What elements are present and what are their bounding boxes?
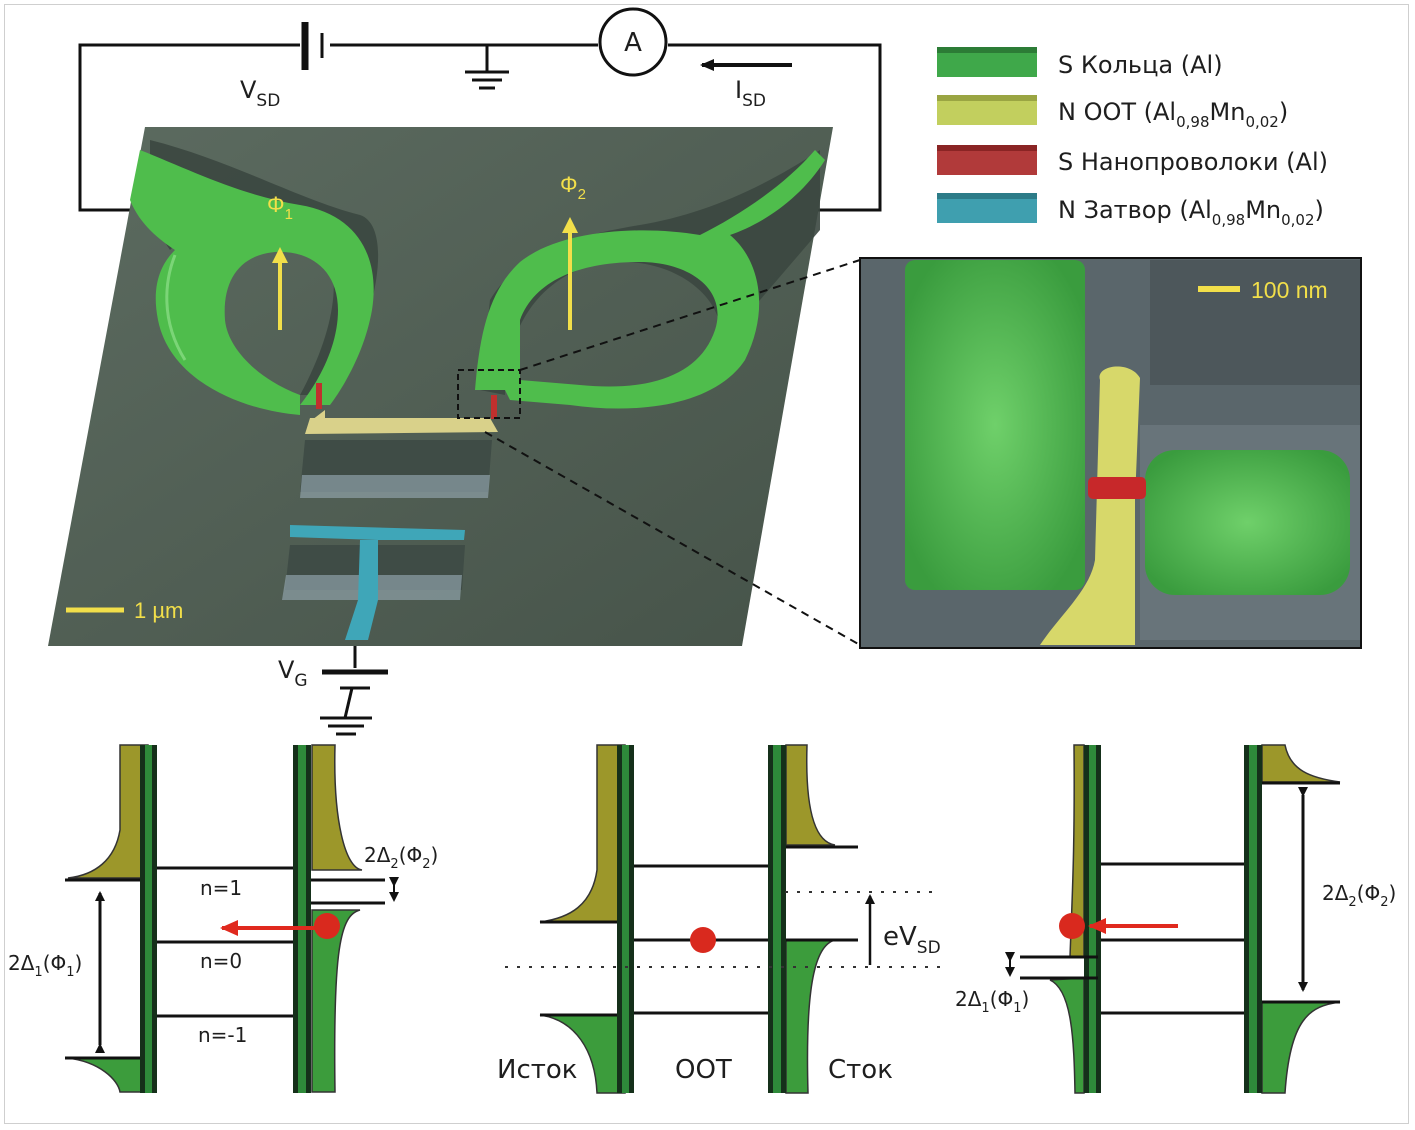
gap-label-left: 2Δ1(Φ1) (8, 951, 82, 980)
zoom-leader (484, 431, 861, 646)
sem-inset: 100 nm (859, 257, 1362, 649)
ring-shadow (480, 150, 820, 395)
inset-nanowire (1088, 477, 1146, 499)
gap-label-left: 2Δ1(Φ1) (955, 987, 1029, 1016)
inset-frame (859, 257, 1362, 649)
legend-label: N ООТ (Al0,98Mn0,02) (1058, 98, 1288, 131)
legend-item: S Нанопроволоки (Al) (937, 145, 1328, 176)
nanowire-right (491, 395, 497, 419)
circuit-wire (78, 43, 300, 212)
dos-lower-source (1049, 977, 1085, 1094)
dos-upper-source (67, 744, 149, 879)
figure-frame (4, 4, 1409, 1124)
bias-label: VSD (240, 76, 280, 111)
inset-ring-arm-left (905, 260, 1085, 590)
legend-label: S Нанопроволоки (Al) (1058, 148, 1328, 176)
level-label-nm1: n=-1 (198, 1023, 247, 1047)
substrate-step-edge (300, 475, 490, 498)
circuit-wire (668, 43, 882, 212)
legend-swatch-edge (937, 47, 1037, 53)
sem-image: Φ1 Φ2 1 µm (48, 127, 861, 646)
energy-diagram-right: 2Δ1(Φ1) 2Δ2(Φ2) (955, 744, 1396, 1094)
flux-label-1: Φ1 (267, 192, 293, 223)
source-electrode-face (145, 745, 152, 1093)
ammeter-icon (598, 7, 668, 77)
inset-pad-dark (1150, 260, 1360, 385)
level-label-n1: n=1 (200, 876, 242, 900)
zoom-leader (519, 259, 861, 371)
nanowire-left (316, 383, 322, 409)
ammeter-label: A (624, 28, 642, 58)
dos-upper-drain (311, 744, 363, 871)
legend-swatch-edge (937, 193, 1037, 199)
dos-upper-drain (785, 744, 836, 846)
current-label: ISD (735, 76, 766, 111)
left-ring (130, 150, 374, 415)
legend-swatch-edge (937, 145, 1037, 151)
source-electrode-face (1089, 745, 1096, 1093)
bias-label: eVSD (883, 922, 941, 958)
drain-electrode-face (773, 745, 781, 1093)
source-label: Исток (497, 1055, 578, 1085)
dos-lower-drain (311, 909, 361, 1093)
flux-label-2: Φ2 (560, 172, 586, 203)
electron-icon (1059, 913, 1085, 939)
legend-label: S Кольца (Al) (1058, 51, 1223, 79)
legend-item: N Затвор (Al0,98Mn0,02) (937, 193, 1324, 229)
scale-label-main: 1 µm (134, 598, 183, 623)
legend-swatch-edge (937, 95, 1037, 101)
level-label-n0: n=0 (200, 949, 242, 973)
dos-upper-source (539, 744, 626, 923)
circuit (78, 7, 882, 736)
legend-item: N ООТ (Al0,98Mn0,02) (937, 95, 1288, 131)
dos-lower-source (67, 1057, 149, 1093)
gate-electrode (290, 525, 465, 640)
inset-ring-arm-right (1145, 450, 1350, 595)
energy-diagram-middle: eVSD Исток ООТ Сток (497, 744, 941, 1094)
right-ring (475, 150, 825, 409)
dos-lower-drain (1261, 1001, 1341, 1094)
zoom-box (457, 369, 521, 419)
quantum-dot (305, 418, 498, 434)
source-electrode-face (622, 745, 629, 1093)
inset-dot-lead (1040, 366, 1140, 645)
gate-voltage-label: VG (278, 656, 308, 691)
dot-label: ООТ (675, 1055, 732, 1085)
energy-diagram-left: n=1 n=0 n=-1 2Δ1(Φ1) 2Δ2(Φ2) (8, 744, 438, 1093)
drain-label: Сток (828, 1055, 893, 1085)
electron-icon (690, 927, 716, 953)
gap-label-right: 2Δ2(Φ2) (364, 843, 438, 872)
gap-label-right: 2Δ2(Φ2) (1322, 881, 1396, 910)
legend: S Кольца (Al) N ООТ (Al0,98Mn0,02) S Нан… (937, 47, 1328, 229)
dot-electrode (312, 410, 325, 430)
legend-label: N Затвор (Al0,98Mn0,02) (1058, 196, 1324, 229)
drain-electrode-face (1249, 745, 1257, 1093)
scale-label-inset: 100 nm (1251, 277, 1328, 303)
dos-upper-drain (1261, 744, 1341, 783)
gate-wire (343, 687, 354, 719)
electron-icon (314, 913, 340, 939)
drain-electrode-face (298, 745, 306, 1093)
dos-lower-drain (785, 939, 836, 1094)
legend-item: S Кольца (Al) (937, 47, 1223, 79)
